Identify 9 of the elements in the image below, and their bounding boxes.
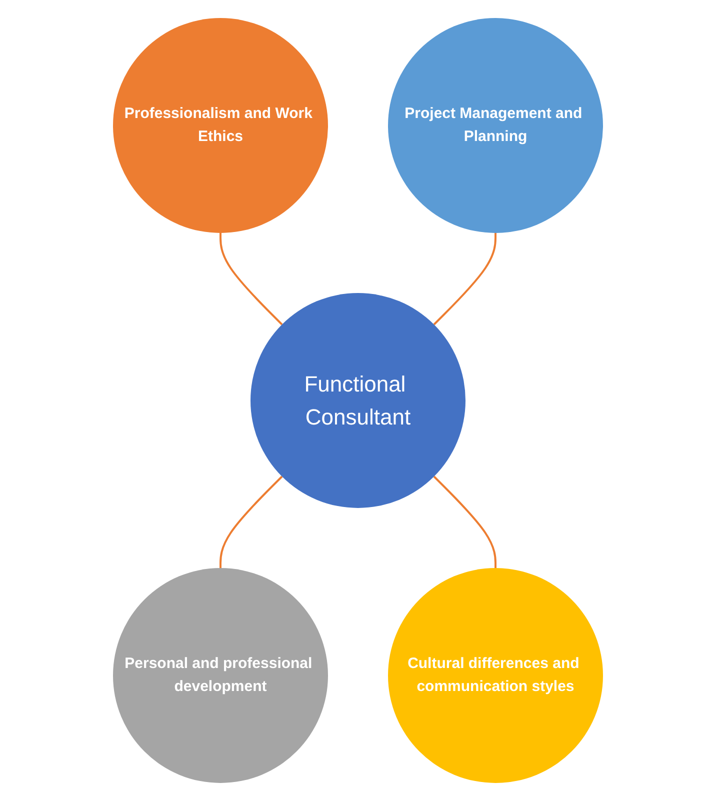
connector [432, 232, 496, 325]
node-circle: Cultural differences and communication styles [388, 568, 602, 782]
connector [219, 475, 282, 568]
node-circle: Functional Consultant [250, 292, 465, 508]
connector [432, 475, 496, 568]
node-circle: Project Management and Planning [388, 18, 602, 232]
node-circle: Personal and professional development [112, 568, 328, 782]
connector [219, 232, 282, 325]
node-circle: Professionalism and Work Ethics [112, 18, 328, 232]
